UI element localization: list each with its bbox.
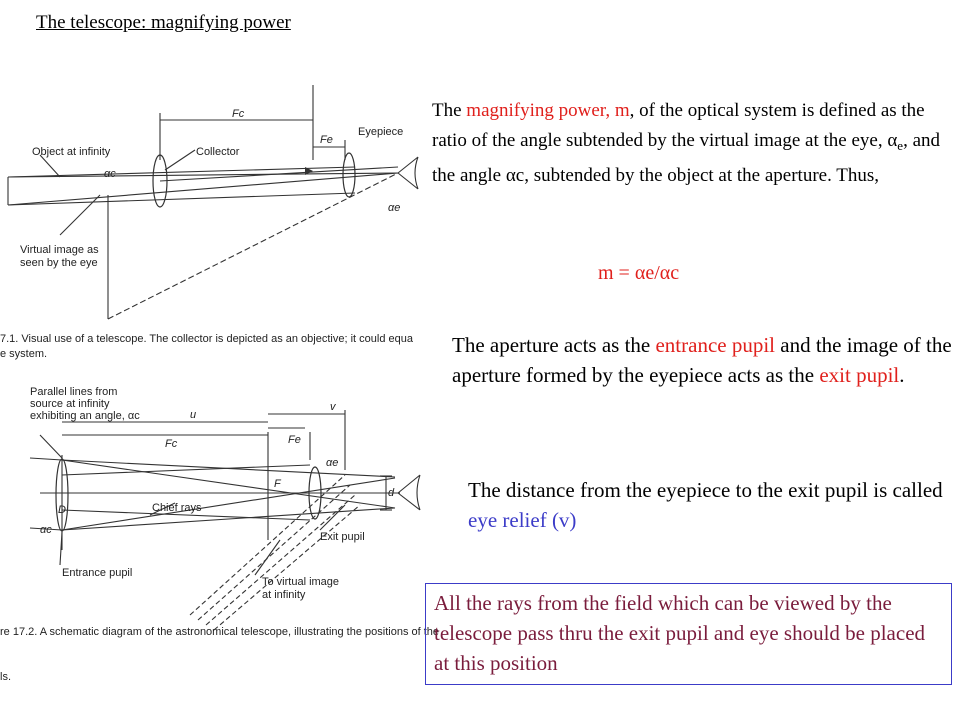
label-f: F: [274, 478, 282, 490]
label-alpha-c: αc: [104, 168, 116, 180]
p1-lead: The: [432, 100, 467, 121]
term-eye-relief: eye relief (v): [468, 508, 577, 532]
term-magnifying-power: magnifying power, m: [466, 100, 630, 121]
term-exit-pupil: exit pupil: [819, 363, 900, 387]
exit-pupil-note-box: All the rays from the field which can be…: [425, 583, 952, 685]
label-d-big: D: [58, 504, 66, 516]
label-virtual-image-2: at infinity: [262, 589, 306, 601]
subscript-e: e: [897, 138, 904, 153]
label-fc: Fc: [165, 438, 178, 450]
term-entrance-pupil: entrance pupil: [655, 333, 776, 357]
label-fe: Fe: [288, 434, 301, 446]
figure-caption-1: 7.1. Visual use of a telescope. The coll…: [0, 333, 414, 345]
label-virtual-image-1: Virtual image as: [20, 244, 99, 256]
label-d-small: d: [388, 487, 395, 499]
p2-text-3: .: [899, 363, 905, 387]
label-parallel-lines-3: exhibiting an angle, αc: [30, 410, 140, 422]
label-entrance-pupil: Entrance pupil: [62, 567, 132, 579]
label-fc: Fc: [232, 108, 245, 120]
p1-text-1: , of the optical system is defined as th…: [432, 100, 925, 151]
label-u: u: [190, 409, 196, 421]
p2-text-2: and the image of the aperture formed by …: [452, 333, 952, 387]
magnifying-power-paragraph: The magnifying power, m, of the optical …: [432, 96, 952, 191]
figure-caption-1b: e system.: [0, 348, 47, 360]
p1-text-2: , and the angle αc, subtended by the obj…: [432, 130, 940, 186]
page-title: The telescope: magnifying power: [36, 12, 291, 33]
p3-text-1: The distance from the eyepiece to the ex…: [468, 478, 943, 502]
label-collector: Collector: [196, 146, 240, 158]
figure-telescope-visual-use: Fc Fe Eyepiece Object at infinity αc Col…: [0, 85, 419, 360]
figure-caption-2b: ls.: [0, 671, 11, 683]
label-virtual-image-1: To virtual image: [262, 576, 339, 588]
label-alpha-e: αe: [388, 202, 400, 214]
label-parallel-lines-1: Parallel lines from: [30, 386, 117, 398]
label-parallel-lines-2: source at infinity: [30, 398, 110, 410]
label-exit-pupil: Exit pupil: [320, 531, 365, 543]
p2-text-1: The aperture acts as the: [452, 333, 656, 357]
label-chief-rays: Chief rays: [152, 502, 202, 514]
label-fe: Fe: [320, 134, 333, 146]
label-virtual-image-2: seen by the eye: [20, 257, 98, 269]
label-v: v: [330, 401, 337, 413]
label-alpha-c: αc: [40, 524, 52, 536]
label-object-at-infinity: Object at infinity: [32, 146, 111, 158]
figure-caption-2: re 17.2. A schematic diagram of the astr…: [0, 626, 439, 638]
label-alpha-e: αe: [326, 457, 338, 469]
pupil-paragraph: The aperture acts as the entrance pupil …: [452, 330, 952, 390]
label-eyepiece: Eyepiece: [358, 126, 403, 138]
eye-relief-paragraph: The distance from the eyepiece to the ex…: [468, 475, 948, 535]
figure-astronomical-telescope: Parallel lines from source at infinity e…: [0, 386, 439, 683]
magnification-formula: m = αe/αc: [598, 262, 680, 284]
